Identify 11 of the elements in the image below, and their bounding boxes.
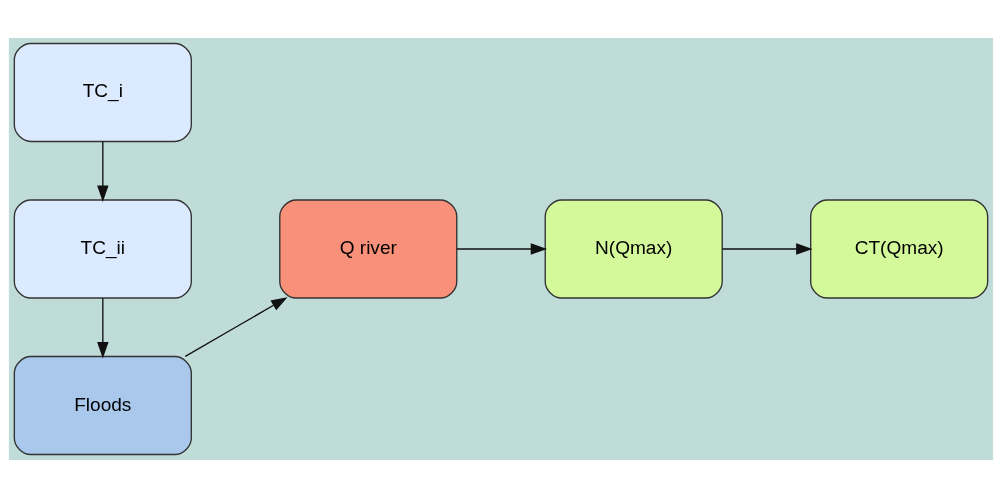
arrow [97,140,109,202]
node-box: TC_i [13,42,192,142]
node-box: CT(Qmax) [810,198,989,299]
arrow [456,242,548,255]
arrow [97,297,109,358]
arrow [721,242,813,255]
arrow [184,296,288,357]
node-box: Q river [279,198,458,299]
node-box: Floods [13,355,192,455]
node-box: TC_ii [13,198,192,299]
node-box: N(Qmax) [544,198,723,299]
